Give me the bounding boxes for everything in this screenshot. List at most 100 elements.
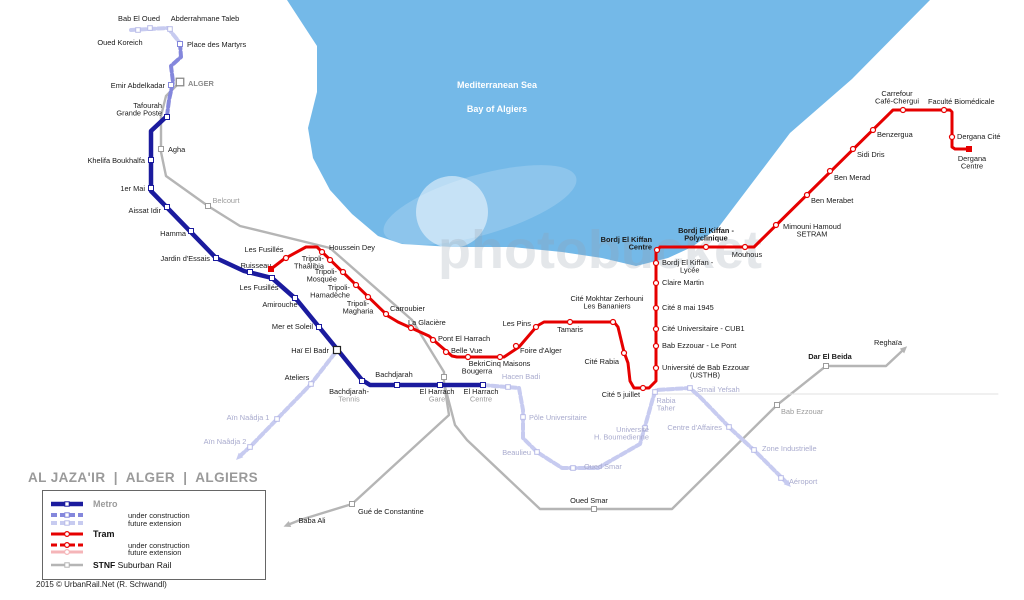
station-label: Abderrahmane Taleb — [171, 14, 239, 23]
station-oued-koreich: Oued Koreich — [97, 27, 143, 47]
station-label: Bordj El Kiffan - — [678, 226, 734, 235]
station-label: Hacen Badi — [502, 372, 541, 381]
station-marker — [316, 324, 322, 330]
station-les-fusilles-metro: Les Fusillés — [239, 275, 279, 292]
station-label: Ateliers — [285, 373, 310, 382]
station-label: Cité 8 mai 1945 — [662, 303, 714, 312]
ain-naadja-arrow — [236, 452, 244, 460]
station-marker — [326, 256, 334, 264]
station-khelifa-boukhalfa: Khelifa Boukhalfa — [87, 156, 154, 165]
station-label: Université — [616, 425, 649, 434]
watermark-blob — [416, 176, 488, 248]
station-marker — [349, 501, 355, 507]
station-label: Baba Ali — [298, 516, 325, 525]
station-label: Cité Mokhtar Zerhouni — [570, 294, 643, 303]
station-label: Les Bananiers — [583, 301, 631, 310]
legend-sample-marker — [64, 541, 71, 548]
station-abderrahmane-taleb: Abderrahmane Taleb — [167, 14, 239, 32]
station-label: Oued Smar — [584, 462, 622, 471]
legend-sample-marker — [64, 548, 71, 555]
station-marker — [148, 157, 154, 163]
station-label: Tripoli- — [328, 283, 351, 292]
station-label: Foire d'Alger — [520, 346, 562, 355]
station-label: Gué de Constantine — [358, 507, 424, 516]
station-label: Ben Merabet — [811, 196, 853, 205]
station-label: Bab Ezzouar - Le Pont — [662, 341, 736, 350]
station-les-fusilles-tram: Les Fusillés — [244, 245, 290, 262]
station-oued-smar-rail: Oued Smar — [570, 496, 608, 512]
station-claire-martin: Claire Martin — [652, 278, 704, 287]
rail-main-line — [159, 80, 451, 526]
station-marker — [652, 389, 658, 395]
station-label: Ruisseau — [241, 261, 272, 270]
station-label: Bekri — [469, 359, 486, 368]
legend-label: Metro — [93, 499, 118, 509]
station-cite-8-mai-1945: Cité 8 mai 1945 — [652, 303, 714, 312]
station-label: Haï El Badr — [291, 346, 329, 355]
station-les-pins: Les Pins — [503, 319, 540, 331]
station-label: Zone Industrielle — [762, 444, 817, 453]
station-label: Jardin d'Essais — [161, 254, 211, 263]
station-beaulieu: Beaulieu — [502, 448, 540, 457]
station-ain-naadja-2: Aïn Naâdja 2 — [204, 437, 253, 450]
legend-label: Tram — [93, 529, 115, 539]
station-tripoli-mosquee: Tripoli-Mosquée — [307, 267, 347, 283]
station-label: Claire Martin — [662, 278, 704, 287]
station-label: Tennis — [338, 394, 360, 403]
station-marker — [505, 384, 511, 390]
station-label: Tripoli- — [315, 267, 338, 276]
station-label: Place des Martyrs — [187, 40, 246, 49]
station-marker — [948, 133, 956, 141]
station-bachdjarah: Bachdjarah — [375, 370, 413, 388]
station-label: Cinq Maisons — [486, 359, 531, 368]
legend-metro: Metro — [51, 499, 118, 509]
station-label: Sidi Dris — [857, 150, 885, 159]
legend-tram-uc: under construction — [51, 541, 190, 550]
station-label: Amirouche — [262, 300, 297, 309]
station-marker — [188, 228, 194, 234]
station-label: Cité Universitaire - CUB1 — [662, 324, 745, 333]
station-marker — [282, 254, 290, 262]
station-label: Thaâlibia — [294, 261, 325, 270]
station-label: Bordj El Kiffan - — [662, 258, 714, 267]
station-label: Aïn Naâdja 2 — [204, 437, 247, 446]
station-marker — [480, 382, 486, 388]
station-pole-universitaire: Pôle Universitaire — [520, 413, 587, 422]
station-marker — [899, 106, 907, 114]
station-label: Cité 5 juillet — [602, 390, 640, 399]
station-marker — [642, 425, 648, 431]
station-label: Emir Abdelkadar — [111, 81, 166, 90]
station-ateliers: Ateliers — [285, 373, 314, 387]
station-marker — [751, 447, 757, 453]
station-label: Les Fusillés — [239, 283, 278, 292]
station-marker — [778, 475, 784, 481]
station-marker — [352, 281, 360, 289]
station-marker — [213, 255, 219, 261]
station-marker — [292, 295, 298, 301]
station-cite-rabia: Cité Rabia — [584, 349, 628, 366]
station-smail-yefsah: Smail Yefsah — [687, 385, 740, 394]
station-marker — [652, 304, 660, 312]
station-tripoli-magharia: Tripoli-Magharia — [343, 293, 374, 315]
station-label: Mer et Soleil — [272, 322, 313, 331]
legend-sample-marker — [64, 512, 70, 518]
legend-label: under construction — [128, 541, 190, 550]
station-el-harrach-rail — [441, 374, 447, 380]
station-label: Dar El Beida — [808, 352, 852, 361]
station-emir-abdelkadar: Emir Abdelkadar — [111, 81, 174, 90]
station-label: Bordj El Kiffan — [601, 235, 653, 244]
station-label: Aïn Naâdja 1 — [227, 413, 270, 422]
station-label: (USTHB) — [690, 370, 720, 379]
station-label: Smail Yefsah — [697, 385, 740, 394]
legend-label: future extension — [128, 519, 181, 528]
station-marker — [869, 126, 877, 134]
legend-sample-marker — [64, 501, 70, 507]
legend-tram-future: future extension — [51, 548, 181, 557]
station-universite-de-bab-ezzouar-usthb: Université de Bab Ezzouar(USTHB) — [652, 363, 750, 379]
